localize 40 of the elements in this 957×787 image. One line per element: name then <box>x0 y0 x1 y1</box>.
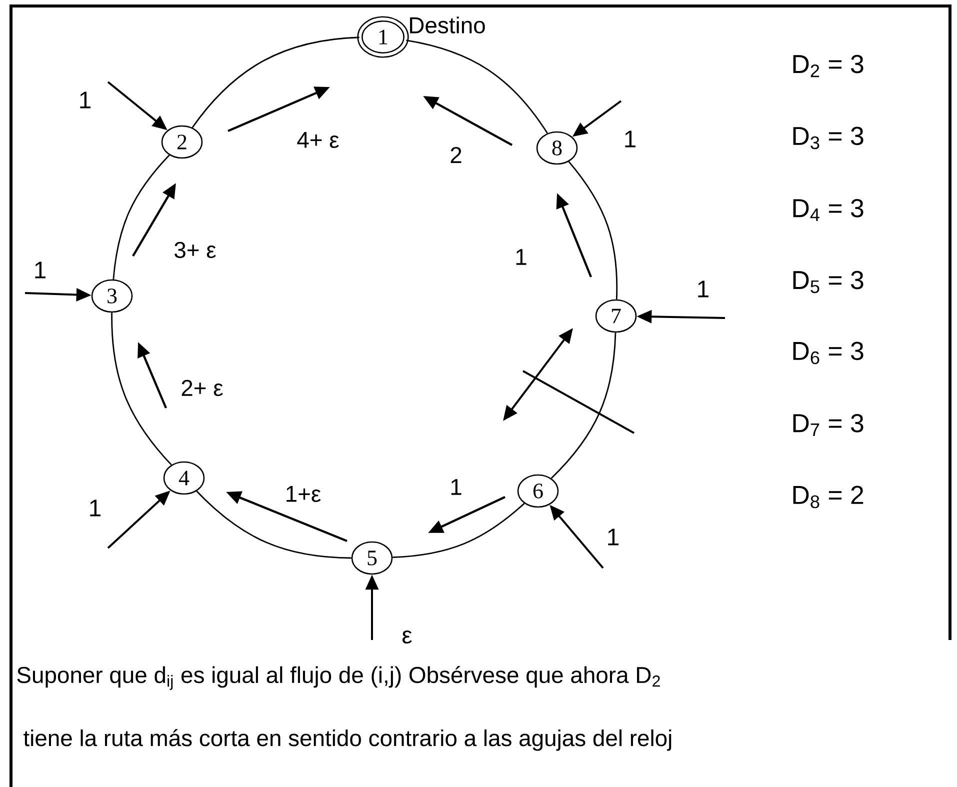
distance-label: D$_{3}$ = 3 <box>793 126 864 150</box>
network-node: 3 <box>91 279 133 313</box>
destination-node: 1 <box>357 16 409 58</box>
network-node: 4 <box>163 461 205 495</box>
ring-link <box>111 312 172 466</box>
edge-label: 1 <box>80 92 90 108</box>
edge-label: ε <box>402 630 412 644</box>
node-caption: Destino <box>410 16 485 34</box>
distance-label: D$_{5}$ = 3 <box>793 270 864 294</box>
ring-link <box>192 36 360 128</box>
distance-label: D$_{6}$ = 3 <box>793 342 864 364</box>
flow-label: 1+ε <box>286 486 321 502</box>
edge-label: 1 <box>625 130 636 148</box>
caption-text: tiene la ruta más corta en sentido contrario a las agujas del reloj <box>24 729 672 751</box>
ring-link <box>406 40 548 134</box>
edge-label: 1 <box>35 262 46 278</box>
edge-label: 1 <box>90 500 100 516</box>
ring-link <box>112 154 170 280</box>
network-node: 7 <box>595 299 637 333</box>
distance-label: D$_{4}$ = 3 <box>793 198 864 221</box>
ring-link <box>392 502 525 558</box>
flow-label: 1 <box>516 249 526 265</box>
edge-label: 1 <box>698 280 708 298</box>
distance-label: D$_{2}$ = 3 <box>793 54 864 78</box>
ring-link <box>196 490 352 559</box>
network-node: 8 <box>536 131 578 165</box>
caption-text: Suponer que d$_{ij}$ es igual al flujo de (i,j) Obsérvese que ahora D$_{2}$ <box>17 666 660 690</box>
flow-label: 2+ ε <box>182 380 223 396</box>
flow-label: 1 <box>451 479 462 495</box>
flow-label: 4+ ε <box>297 132 339 148</box>
network-node: 2 <box>161 125 203 159</box>
distance-label: D$_{8}$ = 2 <box>793 486 864 508</box>
ring-link <box>568 161 618 300</box>
flow-label: 2 <box>450 147 462 163</box>
network-node: 6 <box>517 474 559 508</box>
distance-label: D$_{7}$ = 3 <box>793 414 864 436</box>
flow-label: 3+ ε <box>174 242 216 258</box>
edge-label: 1 <box>608 528 618 546</box>
ring-link <box>550 332 616 479</box>
network-node: 5 <box>351 541 393 575</box>
